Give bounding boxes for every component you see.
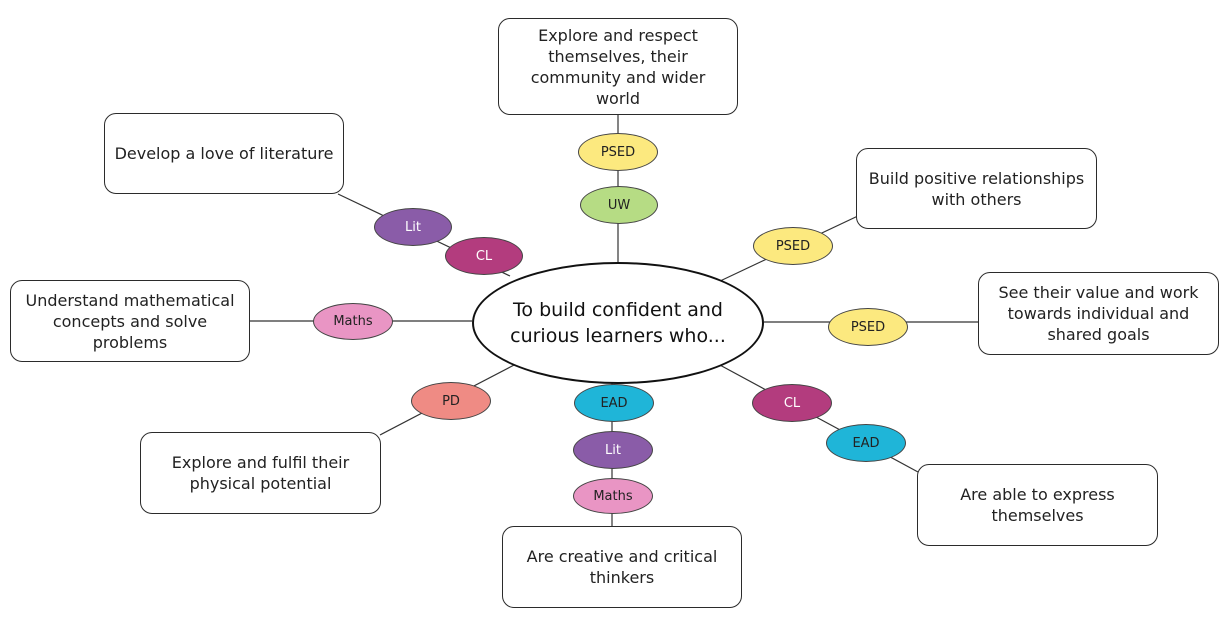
- area-badge-maths: Maths: [573, 478, 653, 514]
- central-statement-text: To build confident and curious learners …: [510, 299, 726, 347]
- area-badge-psed: PSED: [828, 308, 908, 346]
- central-statement: To build confident and curious learners …: [472, 262, 764, 384]
- area-badge-cl: CL: [752, 384, 832, 422]
- area-badge-psed: PSED: [578, 133, 658, 171]
- area-badge-ead: EAD: [826, 424, 906, 462]
- outcome-box: See their value and work towards individ…: [978, 272, 1219, 355]
- area-label: Maths: [333, 314, 373, 329]
- outcome-box: Develop a love of literature: [104, 113, 344, 194]
- outcome-box: Are able to express themselves: [917, 464, 1158, 546]
- outcome-box: Explore and fulfil their physical potent…: [140, 432, 381, 514]
- area-badge-psed: PSED: [753, 227, 833, 265]
- area-badge-lit: Lit: [374, 208, 452, 246]
- area-badge-ead: EAD: [574, 384, 654, 422]
- area-badge-uw: UW: [580, 186, 658, 224]
- area-label: EAD: [600, 395, 628, 411]
- outcome-text: Develop a love of literature: [114, 144, 334, 163]
- outcome-text: Are able to express themselves: [960, 485, 1115, 525]
- area-label: UW: [607, 197, 631, 213]
- outcome-text: Understand mathematical concepts and sol…: [25, 290, 235, 352]
- outcome-text: Build positive relationships with others: [868, 168, 1085, 209]
- outcome-box: Build positive relationships with others: [856, 148, 1097, 229]
- area-label: Maths: [593, 488, 633, 504]
- outcome-text: Explore and respect themselves, their co…: [530, 25, 706, 108]
- outcome-box: Explore and respect themselves, their co…: [498, 18, 738, 115]
- area-label: Lit: [405, 219, 421, 235]
- area-label: PSED: [775, 238, 811, 254]
- area-label: PD: [442, 393, 460, 409]
- outcome-text: See their value and work towards individ…: [998, 283, 1199, 344]
- area-badge-pd: PD: [411, 382, 491, 420]
- outcome-text: Are creative and critical thinkers: [526, 547, 718, 587]
- outcome-text: Explore and fulfil their physical potent…: [171, 453, 350, 493]
- area-label: PSED: [850, 319, 886, 335]
- area-label: CL: [783, 395, 801, 411]
- area-badge-lit: Lit: [573, 431, 653, 469]
- outcome-box: Are creative and critical thinkers: [502, 526, 742, 608]
- area-badge-maths: Maths: [313, 303, 393, 340]
- area-label: EAD: [852, 435, 880, 451]
- area-label: CL: [475, 248, 493, 264]
- area-label: PSED: [600, 144, 636, 160]
- area-badge-cl: CL: [445, 237, 523, 275]
- area-label: Lit: [605, 442, 621, 458]
- outcome-box: Understand mathematical concepts and sol…: [10, 280, 250, 362]
